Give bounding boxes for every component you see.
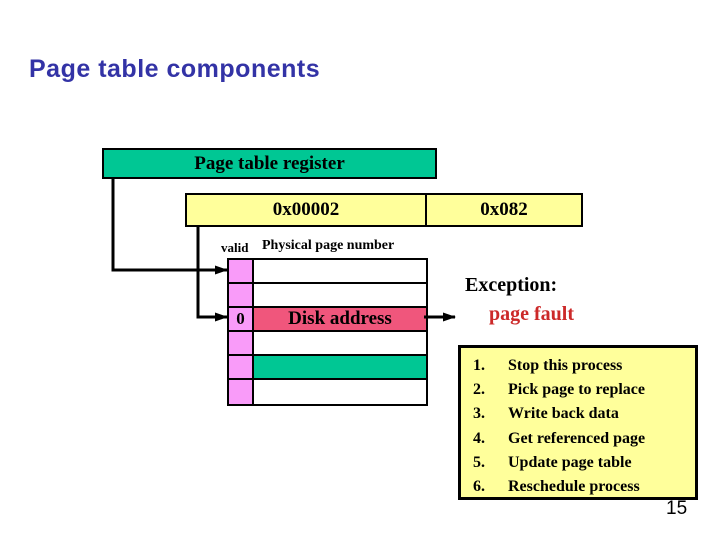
virtual-address-box: 0x00002 0x082 [185,193,583,227]
page-table-entry-cell [254,260,426,282]
fault-step-item: 5. Update page table [473,451,695,475]
fault-step-item: 6. Reschedule process [473,475,695,499]
page-table-row [229,332,426,356]
page-fault-steps-box: 1. Stop this process 2. Pick page to replac… [458,345,698,500]
exception-label: Exception: [465,274,558,296]
page-fault-label: page fault [489,303,574,325]
fault-step-text: Write back data [508,405,619,423]
valid-bit-cell [229,356,254,378]
fault-step-item: 4. Get referenced page [473,427,695,451]
slide-page-number: 15 [666,498,688,519]
valid-column-header: valid [221,240,249,255]
fault-step-item: 3. Write back data [473,402,695,426]
page-table-row [229,284,426,308]
page-table-entry-cell: Disk address [254,308,426,330]
valid-bit-cell: 0 [229,308,254,330]
fault-step-text: Pick page to replace [508,381,646,399]
page-table-row [229,380,426,404]
page-table-register-label: Page table register [194,152,345,174]
fault-step-number: 2. [473,381,485,399]
fault-step-item: 1. Stop this process [473,354,695,378]
page-table-register-box: Page table register [102,148,437,179]
fault-step-number: 3. [473,405,485,423]
fault-step-text: Update page table [508,453,632,471]
page-table-entry-cell [254,356,426,378]
fault-step-number: 1. [473,357,485,375]
page-table-row [229,260,426,284]
fault-step-number: 5. [473,453,485,471]
fault-step-text: Get referenced page [508,429,646,447]
valid-bit-cell [229,380,254,404]
fault-step-number: 6. [473,478,485,496]
physical-page-number-header: Physical page number [262,238,395,253]
page-table-entry-cell [254,332,426,354]
page-table-entry-cell [254,380,426,404]
fault-step-text: Stop this process [508,357,623,375]
fault-step-text: Reschedule process [508,478,640,496]
page-offset-cell: 0x082 [480,199,528,220]
page-table-entry-cell [254,284,426,306]
valid-bit-cell [229,284,254,306]
valid-bit-cell [229,260,254,282]
valid-bit-cell [229,332,254,354]
slide-title: Page table components [29,55,321,83]
fault-step-number: 4. [473,429,485,447]
page-table-row [229,356,426,380]
fault-step-item: 2. Pick page to replace [473,378,695,402]
virtual-page-number-cell: 0x00002 [187,195,427,225]
